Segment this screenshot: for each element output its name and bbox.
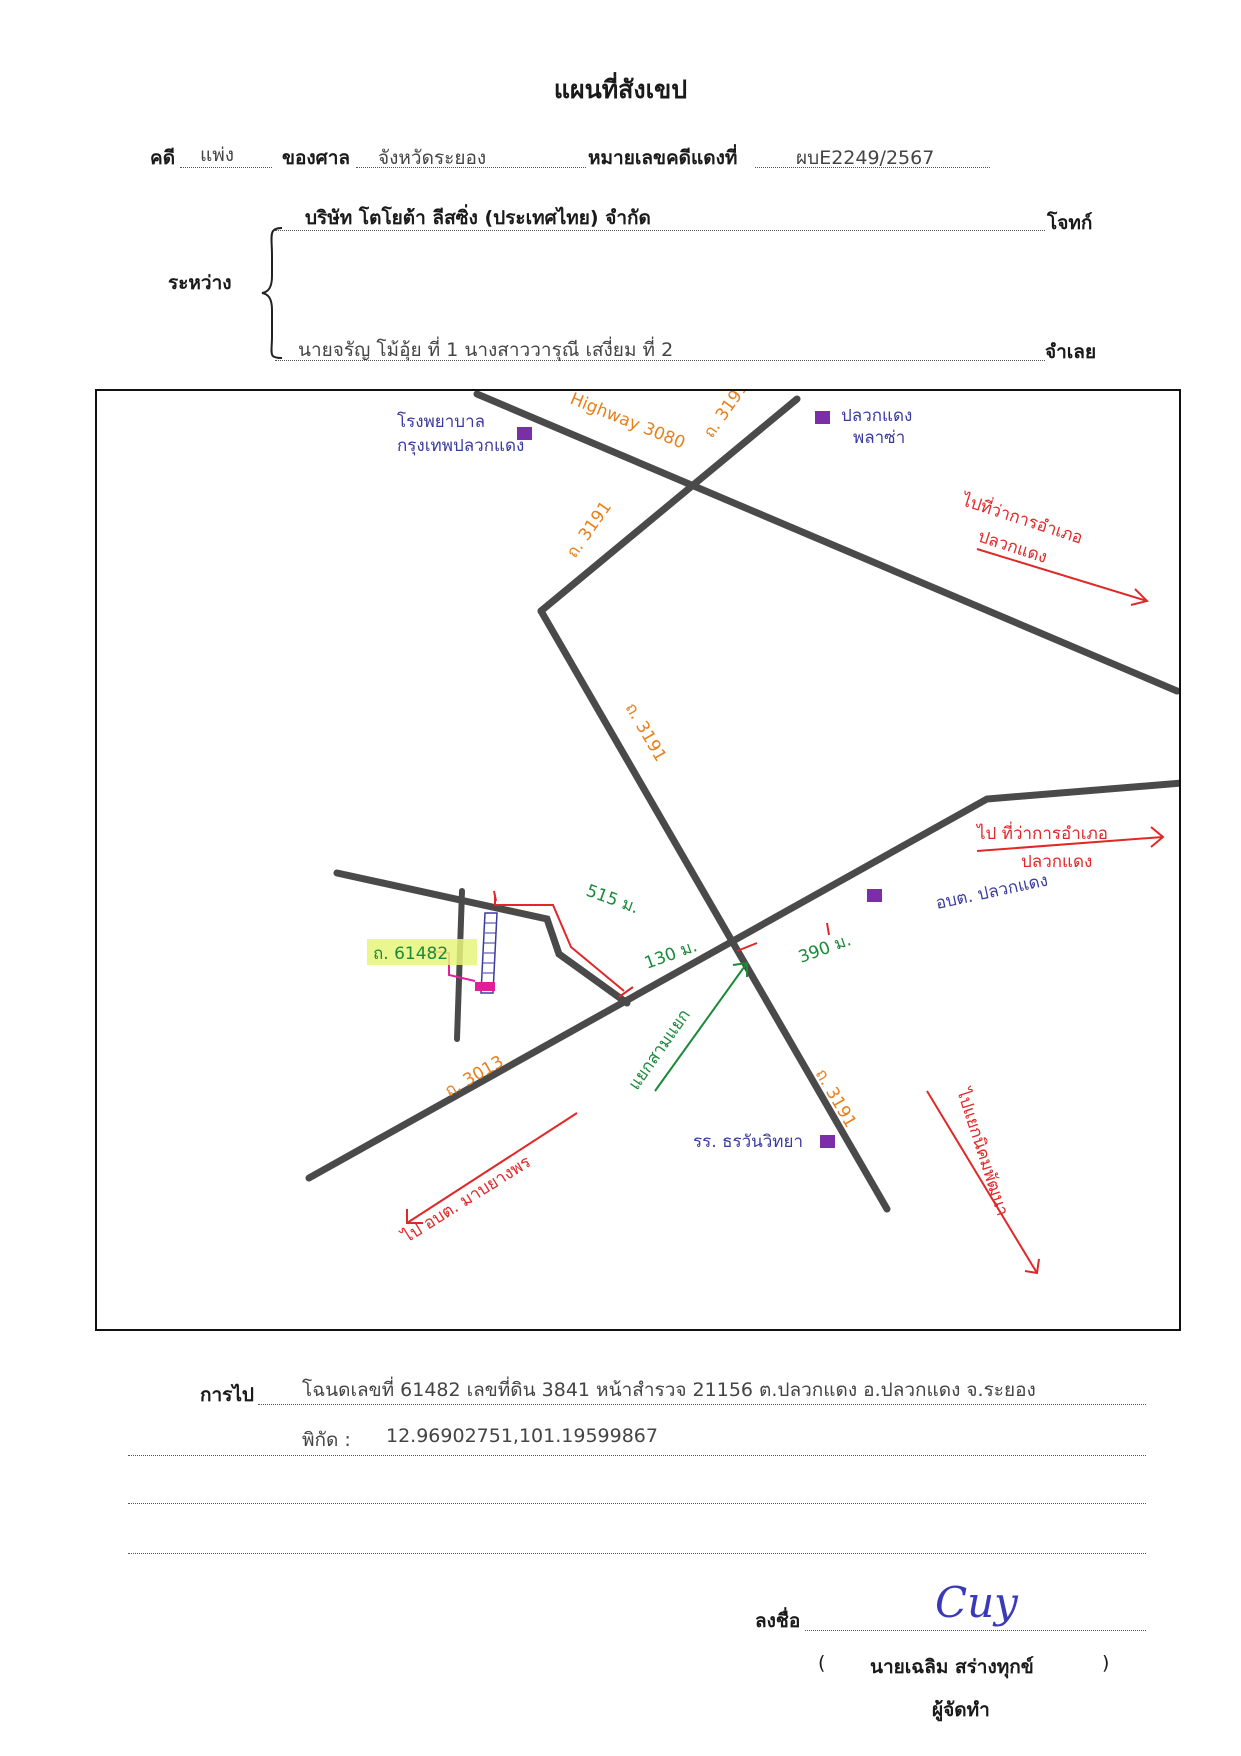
dimension-lines	[493, 890, 830, 998]
coord-label: พิกัด :	[302, 1429, 351, 1451]
school-label: รร. ธรวันวิทยา	[693, 1132, 803, 1152]
distance-390: 390 ม.	[796, 930, 854, 967]
plaintiff-role: โจทก์	[1047, 212, 1093, 234]
land-parcel	[426, 912, 498, 994]
directions-line-1	[258, 1404, 1146, 1405]
side-road	[333, 869, 631, 1007]
direction-nikom: ไปแยกนิคมพัฒนา	[952, 1084, 1014, 1218]
defendant-role: จำเลย	[1045, 341, 1097, 363]
directions-line-3	[128, 1503, 1146, 1504]
directions-line-2	[128, 1455, 1146, 1456]
hospital-label-2: กรุงเทพปลวกแดง	[397, 436, 524, 456]
road-3191-main	[537, 607, 891, 1213]
direction-arrows	[406, 548, 1165, 1275]
open-paren: (	[818, 1652, 826, 1674]
map-canvas: Highway 3080 ถ. 3191 ถ. 3191 ถ. 3191 ถ. …	[305, 378, 1186, 1275]
roads	[305, 390, 1186, 1213]
direction-district-2a: ไป ที่ว่าการอำเภอ	[975, 821, 1108, 844]
page-title: แผนที่สังเขป	[553, 75, 688, 104]
hospital-label-1: โรงพยาบาล	[397, 411, 485, 432]
sketch-map: Highway 3080 ถ. 3191 ถ. 3191 ถ. 3191 ถ. …	[95, 378, 1186, 1331]
case-no-label: หมายเลขคดีแดงที่	[588, 147, 738, 169]
mall-label-1: ปลวกแดง	[841, 406, 912, 426]
tambon-office-marker-icon	[867, 889, 882, 902]
road-3013	[305, 779, 1186, 1182]
case-type: แพ่ง	[200, 144, 235, 166]
mall-label-2: พลาซ่า	[853, 428, 905, 448]
directions-line-1-text: โฉนดเลขที่ 61482 เลขที่ดิน 3841 หน้าสำรว…	[302, 1379, 1036, 1401]
case-label: คดี	[150, 147, 176, 169]
parcel-label: ถ. 61482	[373, 944, 448, 964]
directions-label: การไป	[200, 1384, 254, 1406]
defendant-line	[275, 360, 1045, 361]
defendant-name: นายจรัญ โม้อุ้ย ที่ 1 นางสาววารุณี เสงี่…	[298, 339, 674, 361]
direction-district-2b: ปลวกแดง	[1021, 852, 1092, 872]
brace	[261, 227, 283, 359]
mall-marker-icon	[815, 411, 830, 424]
distance-515: 515 ม.	[583, 881, 641, 918]
highway-label: Highway 3080	[567, 391, 688, 453]
green-arrow	[654, 961, 748, 1092]
sign-line	[805, 1630, 1146, 1631]
hospital-marker-icon	[517, 427, 532, 440]
directions-line-4	[128, 1553, 1146, 1554]
target-parcel-marker	[475, 982, 495, 991]
plaintiff-line	[275, 230, 1045, 231]
case-type-line	[180, 167, 272, 168]
case-no-line	[755, 167, 990, 168]
road-3191-north	[537, 395, 801, 615]
signer-role: ผู้จัดทำ	[932, 1699, 990, 1721]
plaintiff-name: บริษัท โตโยต้า ลีสซิ่ง (ประเทศไทย) จำกัด	[305, 207, 651, 229]
highway-3080-road	[473, 390, 1181, 695]
tambon-office-label: อบต. ปลวกแดง	[934, 871, 1050, 914]
school-marker-icon	[820, 1135, 835, 1148]
sign-label: ลงชื่อ	[755, 1610, 801, 1632]
signature-scribble: Cuy	[935, 1578, 1018, 1627]
close-paren: )	[1102, 1652, 1110, 1674]
parcel-highlight	[367, 939, 477, 965]
court-name: จังหวัดระยอง	[378, 147, 487, 169]
court-label: ของศาล	[282, 147, 351, 169]
road-3191-label-a: ถ. 3191	[700, 391, 753, 442]
landmark-markers	[517, 411, 882, 1148]
direction-mabyangporn: ไป อบต. มาบยางพร	[397, 1151, 535, 1248]
case-number: ผบE2249/2567	[796, 147, 935, 169]
between-label: ระหว่าง	[168, 272, 232, 294]
signer-name: นายเฉลิม สร่างทุกข์	[870, 1656, 1034, 1678]
court-line	[356, 167, 586, 168]
coordinates: 12.96902751,101.19599867	[386, 1425, 658, 1447]
